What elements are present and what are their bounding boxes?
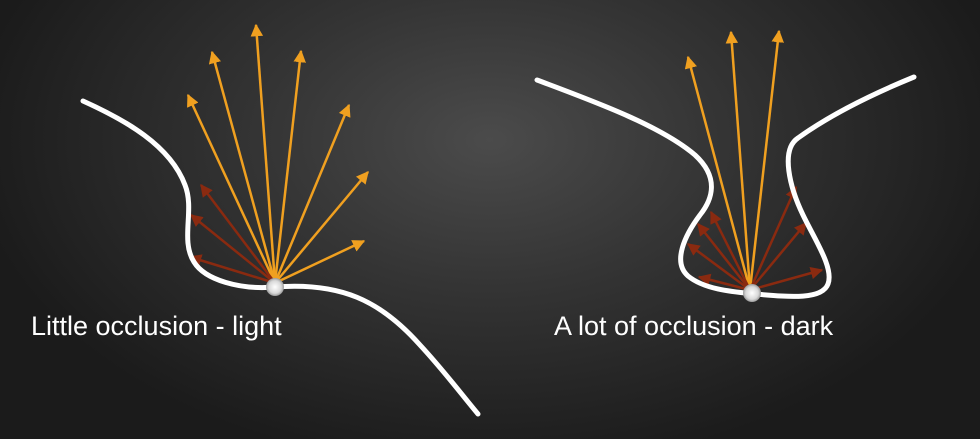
left-ray-unoccluded (273, 103, 351, 284)
left-unoccluded-rays (186, 23, 369, 285)
right-ray-unoccluded (725, 30, 752, 291)
left-ray-occluded (200, 184, 276, 284)
left-ray-occluded (190, 214, 276, 284)
right-surface-curve (534, 74, 917, 299)
left-ray-unoccluded (274, 239, 366, 285)
right-ray-occluded (697, 223, 751, 291)
left-ray-unoccluded (208, 50, 277, 284)
right-ray-unoccluded (748, 29, 784, 291)
right-ray-occluded (748, 185, 798, 291)
left-panel (80, 23, 481, 417)
right-panel (534, 29, 917, 302)
right-ray-occluded (749, 222, 807, 291)
right-caption: A lot of occlusion - dark (554, 311, 834, 341)
left-ray-unoccluded (250, 23, 277, 284)
left-caption: Little occlusion - light (31, 311, 282, 341)
left-ray-unoccluded (186, 93, 277, 284)
right-ray-occluded (697, 273, 751, 292)
right-ray-occluded (749, 266, 824, 292)
right-ray-unoccluded (684, 55, 752, 291)
left-ray-unoccluded (274, 171, 369, 284)
left-sample-point (266, 278, 284, 296)
left-surface-curve (80, 98, 481, 417)
left-occluded-rays (188, 184, 276, 285)
right-occluded-rays (686, 185, 824, 292)
right-ray-occluded (686, 242, 751, 292)
right-sample-point (743, 284, 761, 302)
left-ray-occluded (188, 254, 276, 285)
right-unoccluded-rays (684, 29, 784, 291)
right-ray-occluded (709, 210, 752, 291)
left-ray-unoccluded (273, 49, 306, 284)
